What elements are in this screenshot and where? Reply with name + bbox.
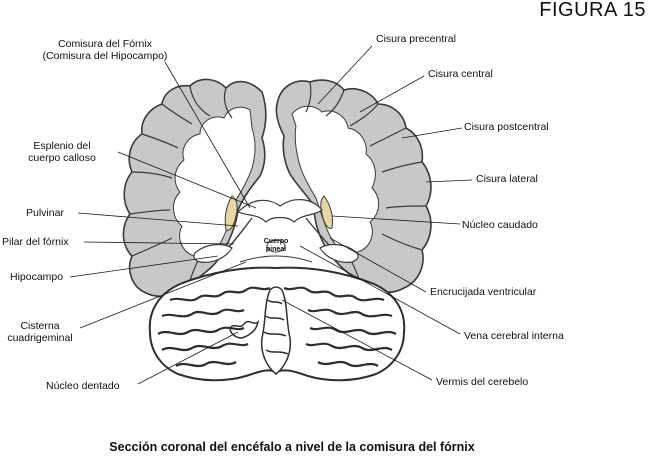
label-hipocampo: Hipocampo xyxy=(10,271,64,283)
leader-esplenio xyxy=(117,151,257,209)
label-cisura-precentral: Cisura precentral xyxy=(376,33,456,45)
right-gyral-folds xyxy=(305,81,427,283)
leader-lines xyxy=(69,45,473,385)
label-comisura-fornix-line2: (Comisura del Hipocampo) xyxy=(42,50,168,62)
label-cisura-postcentral: Cisura postcentral xyxy=(464,121,549,133)
label-comisura-fornix-line1: Comisura del Fórnix xyxy=(58,38,152,50)
leader-pulvinar xyxy=(77,212,239,227)
label-esplenio: Esplenio del cuerpo calloso xyxy=(12,140,112,164)
right-white-matter xyxy=(291,105,379,254)
leader-comisura-fornix xyxy=(164,61,251,209)
dentate-nucleus xyxy=(229,319,260,339)
label-comisura-fornix: Comisura del Fórnix (Comisura del Hipoca… xyxy=(24,38,186,62)
label-nucleo-caudado: Núcleo caudado xyxy=(462,219,538,231)
leader-cisura-postcentral xyxy=(401,127,463,139)
right-caudate-nucleus xyxy=(320,195,333,229)
label-nucleo-dentado: Núcleo dentado xyxy=(46,380,120,392)
label-pilar-fornix: Pilar del fórnix xyxy=(2,236,69,248)
label-cisterna-line2: cuadrigeminal xyxy=(7,332,73,344)
pineal-body xyxy=(266,239,286,253)
left-caudate-nucleus xyxy=(224,195,238,231)
cerebellar-folia xyxy=(157,286,397,368)
label-esplenio-line1: Esplenio del xyxy=(33,140,91,152)
label-vena-cerebral: Vena cerebral interna xyxy=(464,330,564,342)
label-cisterna-line1: Cisterna xyxy=(20,320,60,332)
leader-hipocampo xyxy=(69,255,219,278)
label-pulvinar: Pulvinar xyxy=(26,207,64,219)
label-cuerpo-pineal-line2: pineal xyxy=(265,246,287,253)
leader-pilar-fornix xyxy=(83,241,235,245)
leader-cisterna xyxy=(79,261,247,329)
left-gyral-folds xyxy=(129,85,233,287)
splenium-corpus-callosum xyxy=(236,199,323,223)
label-vermis: Vermis del cerebelo xyxy=(436,376,529,388)
label-encrucijada: Encrucijada ventricular xyxy=(430,286,537,298)
leader-nucleo-caudado xyxy=(331,215,461,225)
label-esplenio-line2: cuerpo calloso xyxy=(28,152,96,164)
figure-caption: Sección coronal del encéfalo a nivel de … xyxy=(109,440,475,454)
label-cuerpo-pineal-line1: Cuerpo xyxy=(263,238,289,245)
leader-vermis xyxy=(281,299,433,381)
leader-cisura-lateral xyxy=(425,179,473,183)
quadrigeminal-cistern xyxy=(239,255,313,263)
left-white-matter xyxy=(173,106,256,258)
label-cuerpo-pineal: Cuerpo pineal xyxy=(256,238,296,254)
right-hippocampus xyxy=(319,243,359,263)
leader-encrucijada xyxy=(329,237,427,293)
leader-cisura-precentral xyxy=(317,45,373,105)
label-cisterna: Cisterna cuadrigeminal xyxy=(2,320,78,344)
vermis-folia xyxy=(263,299,289,355)
leader-cisura-central xyxy=(359,75,425,113)
leader-nucleo-dentado xyxy=(137,331,239,385)
label-cisura-lateral: Cisura lateral xyxy=(476,173,538,185)
figure-number: FIGURA 15 xyxy=(539,0,646,21)
leader-vena-cerebral xyxy=(299,245,461,335)
label-cisura-central: Cisura central xyxy=(428,68,493,80)
